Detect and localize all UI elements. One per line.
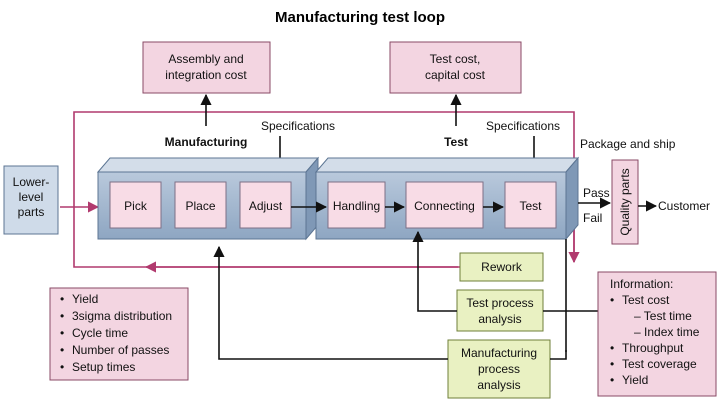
test-cost-line-1: Test cost, bbox=[430, 52, 481, 66]
info-item: Test coverage bbox=[622, 357, 697, 371]
test-process-line-2: analysis bbox=[478, 312, 521, 326]
mfg-process-side-line bbox=[550, 350, 567, 360]
metric-item: Yield bbox=[72, 292, 98, 306]
mfg-process-line-2: process bbox=[478, 362, 520, 376]
information-heading: Information: bbox=[610, 277, 673, 291]
assembly-cost-box: Assembly and integration cost bbox=[142, 41, 271, 94]
package-and-ship-label: Package and ship bbox=[580, 137, 676, 151]
test-label: Test bbox=[444, 135, 468, 149]
info-subitem: – Test time bbox=[634, 309, 692, 323]
info-bullet: • bbox=[610, 293, 614, 307]
adjust-step: Adjust bbox=[239, 181, 292, 229]
specifications-label-2: Specifications bbox=[486, 119, 560, 133]
quality-parts-box: Quality parts bbox=[611, 159, 639, 245]
test-process-feedback-arrow bbox=[412, 230, 457, 312]
specifications-label-1: Specifications bbox=[261, 119, 335, 133]
lower-level-parts-line-2: level bbox=[19, 190, 44, 204]
quality-parts-label: Quality parts bbox=[618, 168, 632, 235]
lower-level-parts-box: Lower- level parts bbox=[3, 165, 59, 235]
rework-box: Rework bbox=[459, 252, 544, 282]
metrics-box: • Yield • 3sigma distribution • Cycle ti… bbox=[49, 287, 189, 381]
test-process-analysis-box: Test process analysis bbox=[456, 289, 544, 332]
assembly-cost-line-1: Assembly and bbox=[168, 52, 243, 66]
pick-label: Pick bbox=[124, 199, 148, 213]
customer-label: Customer bbox=[658, 199, 710, 213]
adjust-label: Adjust bbox=[249, 199, 283, 213]
info-bullet: • bbox=[610, 373, 614, 387]
place-step: Place bbox=[174, 181, 227, 229]
lower-level-parts-line-3: parts bbox=[18, 205, 45, 219]
pass-label: Pass bbox=[583, 186, 610, 200]
info-item: Throughput bbox=[622, 341, 684, 355]
metric-bullet: • bbox=[60, 309, 64, 323]
rework-label: Rework bbox=[481, 260, 523, 274]
metric-item: Number of passes bbox=[72, 343, 169, 357]
info-bullet: • bbox=[610, 341, 614, 355]
mfg-process-feedback-arrow bbox=[213, 245, 448, 360]
test-cost-box: Test cost, capital cost bbox=[389, 41, 522, 94]
metric-bullet: • bbox=[60, 360, 64, 374]
test-process-line-1: Test process bbox=[466, 296, 533, 310]
info-bullet: • bbox=[610, 357, 614, 371]
assembly-cost-line-2: integration cost bbox=[165, 68, 247, 82]
connecting-label: Connecting bbox=[414, 199, 475, 213]
metric-bullet: • bbox=[60, 343, 64, 357]
metric-bullet: • bbox=[60, 292, 64, 306]
handling-step: Handling bbox=[327, 181, 386, 229]
metric-bullet: • bbox=[60, 326, 64, 340]
manufacturing-process-analysis-box: Manufacturing process analysis bbox=[447, 339, 551, 399]
test-step: Test bbox=[504, 181, 557, 229]
info-subitem: – Index time bbox=[634, 325, 700, 339]
information-box: Information: • Test cost – Test time – I… bbox=[597, 271, 717, 397]
test-step-label: Test bbox=[519, 199, 542, 213]
manufacturing-label: Manufacturing bbox=[165, 135, 248, 149]
lower-level-parts-line-1: Lower- bbox=[13, 175, 50, 189]
metric-item: 3sigma distribution bbox=[72, 309, 172, 323]
test-cost-line-2: capital cost bbox=[425, 68, 486, 82]
metric-item: Setup times bbox=[72, 360, 135, 374]
mfg-process-line-3: analysis bbox=[477, 378, 520, 392]
connecting-step: Connecting bbox=[405, 181, 484, 229]
metric-item: Cycle time bbox=[72, 326, 128, 340]
place-label: Place bbox=[185, 199, 215, 213]
mfg-process-line-1: Manufacturing bbox=[461, 346, 537, 360]
info-item: Test cost bbox=[622, 293, 670, 307]
diagram-title: Manufacturing test loop bbox=[275, 9, 445, 26]
handling-label: Handling bbox=[333, 199, 380, 213]
info-item: Yield bbox=[622, 373, 648, 387]
metrics-list: • Yield • 3sigma distribution • Cycle ti… bbox=[60, 292, 172, 374]
fail-label: Fail bbox=[583, 211, 602, 225]
pick-step: Pick bbox=[109, 181, 162, 229]
